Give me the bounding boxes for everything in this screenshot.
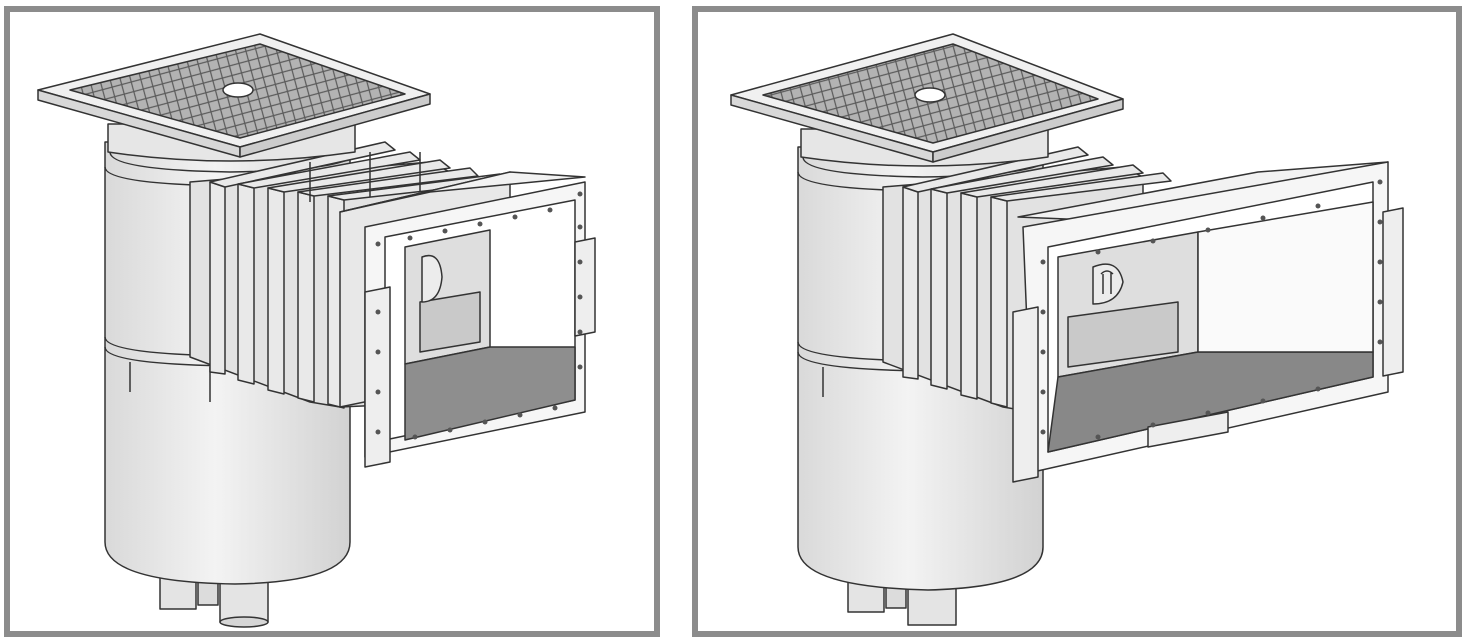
skimmer-mouth — [339, 171, 596, 468]
skimmer-lid — [37, 33, 431, 162]
flange-bolts — [1040, 179, 1383, 440]
skimmer-wide-mouth — [1012, 161, 1404, 483]
skimmer-wide-illustration — [730, 33, 1404, 626]
skimmer-lid — [730, 33, 1124, 167]
illustration-panel-wide — [692, 6, 1462, 637]
skimmer-standard-illustration — [37, 33, 596, 628]
flange-bolts — [375, 191, 583, 440]
illustration-panel-standard — [4, 6, 660, 637]
